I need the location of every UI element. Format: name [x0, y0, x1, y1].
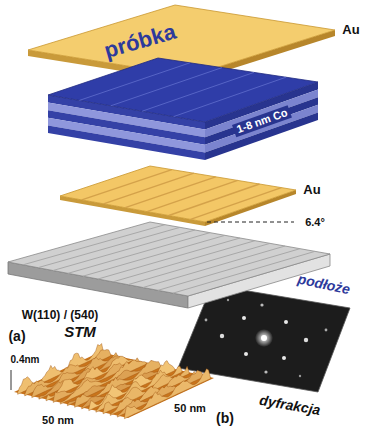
- height-axis: [11, 370, 12, 390]
- substrate-label: W(110) / (540): [22, 309, 99, 323]
- diffraction-spot: [255, 329, 273, 347]
- diffraction-spots: [205, 299, 328, 377]
- miscut-angle: 6.4°: [305, 216, 325, 229]
- length-scale: 50 nm: [42, 414, 74, 427]
- gold-plate-steps: [82, 170, 282, 220]
- diffraction-spot: [260, 303, 263, 306]
- layer-label: Au: [303, 183, 320, 198]
- terrain-ridge: [124, 369, 210, 419]
- diffraction-spot: [264, 370, 267, 373]
- panel-letter: (b): [216, 410, 234, 426]
- step-line: [111, 68, 222, 106]
- step-line: [173, 251, 315, 293]
- diffraction-spot: [325, 329, 328, 332]
- cobalt-layer-side: [48, 125, 205, 160]
- diffraction-spot: [282, 356, 286, 360]
- diffraction-spot: [304, 338, 308, 342]
- diffraction-spot: [227, 299, 229, 301]
- method-label: dyfrakcja: [258, 392, 321, 419]
- substrate-caption: podłoże: [296, 271, 351, 298]
- diffraction-spot: [205, 319, 208, 322]
- method-label: STM: [64, 323, 96, 340]
- step-line: [142, 72, 254, 111]
- cobalt-multilayer: 1-8 nm Co: [44, 54, 324, 166]
- substrate-top-face: [8, 222, 330, 296]
- panel-letter: (a): [8, 328, 25, 344]
- diffraction-spot: [261, 335, 267, 341]
- diffraction-spot: [284, 320, 288, 324]
- diffraction-spot: [242, 316, 246, 320]
- gold-buffer-plate: [60, 166, 296, 222]
- length-scale: 50 nm: [174, 402, 206, 415]
- diffraction-spot: [299, 375, 301, 377]
- step-line: [191, 188, 282, 220]
- height-scale: 0.4nm: [11, 354, 40, 366]
- diffraction-spot: [244, 352, 248, 356]
- layer-label: Au: [342, 23, 359, 38]
- diffraction-spot: [220, 334, 224, 338]
- tungsten-substrate: W(110) / (540): [4, 218, 334, 326]
- miscut-reference-line: [207, 222, 294, 223]
- stm-terrain: [18, 344, 211, 419]
- step-line: [79, 63, 190, 101]
- step-line: [158, 249, 300, 291]
